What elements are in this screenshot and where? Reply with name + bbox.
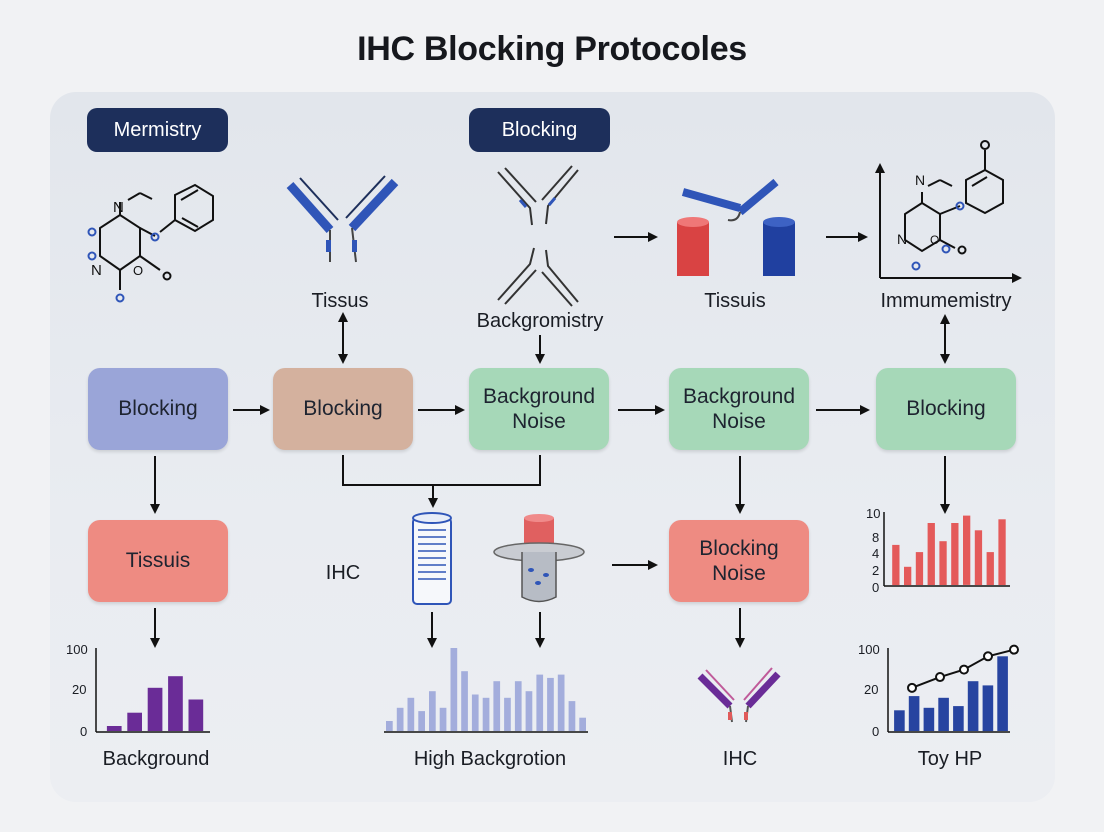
chart-bar bbox=[568, 701, 576, 731]
chart-bar bbox=[967, 681, 979, 731]
chart-bar bbox=[938, 697, 949, 731]
label-immumemistry: Immumemistry bbox=[880, 290, 1012, 312]
chart1-ytick: 20 bbox=[72, 682, 87, 697]
chart-bar bbox=[974, 530, 983, 586]
chart-bar bbox=[168, 676, 183, 731]
chart-bar bbox=[923, 707, 935, 731]
box-background-noise-2: Background Noise bbox=[669, 368, 809, 450]
chart-bar bbox=[547, 677, 554, 731]
box-background-noise-1: Background Noise bbox=[469, 368, 609, 450]
striped-tube-icon bbox=[412, 512, 452, 605]
label-ihc-bottom: IHC bbox=[722, 748, 758, 770]
chart-bar bbox=[579, 717, 586, 731]
chart-bar bbox=[407, 697, 415, 731]
chart-red-bars bbox=[892, 515, 1006, 586]
chart-bar bbox=[997, 656, 1008, 731]
chart-background bbox=[106, 676, 204, 731]
chart-bar bbox=[915, 552, 924, 585]
svg-text:O: O bbox=[133, 263, 143, 278]
chart-bar bbox=[894, 710, 905, 732]
chart-bar bbox=[953, 706, 964, 731]
chart-bar bbox=[927, 523, 935, 585]
chart-point bbox=[1009, 644, 1019, 655]
chart-bar bbox=[982, 685, 994, 732]
chart-bar bbox=[418, 711, 425, 731]
svg-text:O: O bbox=[930, 233, 939, 247]
chart-point bbox=[959, 664, 969, 675]
chart-bar bbox=[482, 697, 490, 731]
chart-toy-hp bbox=[894, 644, 1019, 732]
chart-bar bbox=[904, 566, 912, 586]
chart-bar bbox=[461, 671, 468, 731]
label-toy-hp: Toy HP bbox=[917, 748, 983, 770]
chart-bar bbox=[429, 691, 436, 731]
svg-text:N: N bbox=[91, 262, 102, 279]
chart-bar bbox=[493, 681, 501, 731]
chart-bar bbox=[396, 707, 404, 731]
svg-text:N: N bbox=[915, 172, 925, 188]
box-blocking-2: Blocking bbox=[273, 368, 413, 450]
pill-blocking: Blocking bbox=[469, 108, 610, 152]
chart-point bbox=[935, 672, 945, 683]
reagent-vial-icon bbox=[493, 514, 585, 603]
chart-bar bbox=[939, 541, 947, 585]
chart-bar bbox=[471, 694, 479, 731]
chart-bar bbox=[908, 696, 920, 731]
chart3-ytick: 8 bbox=[872, 530, 880, 545]
label-ihc-middle: IHC bbox=[325, 562, 361, 584]
svg-text:N: N bbox=[897, 231, 907, 247]
chart4-ytick: 20 bbox=[864, 682, 879, 697]
chart4-ytick: 0 bbox=[872, 724, 880, 739]
chart-bar bbox=[963, 515, 971, 585]
chart-bar bbox=[386, 721, 393, 731]
chart-high-backgrotion bbox=[386, 648, 586, 731]
antibody-purple-icon bbox=[697, 667, 781, 723]
chart-bar bbox=[450, 648, 458, 731]
chart-bar bbox=[986, 552, 994, 585]
chart1-ytick: 100 bbox=[66, 642, 88, 657]
label-background: Background bbox=[102, 748, 210, 770]
chart4-ytick: 100 bbox=[858, 642, 880, 657]
pill-mermistry: Mermistry bbox=[87, 108, 228, 152]
chart-bar bbox=[525, 691, 533, 731]
chart-bar bbox=[536, 674, 544, 731]
chart1-ytick: 0 bbox=[80, 724, 88, 739]
box-blocking-3: Blocking bbox=[876, 368, 1016, 450]
chart-bar bbox=[127, 712, 142, 731]
label-tissuis: Tissuis bbox=[704, 290, 766, 312]
flow-arrows bbox=[150, 232, 950, 648]
antibody-icon bbox=[286, 175, 399, 263]
molecule-icon: N N O bbox=[87, 183, 214, 303]
chart3-ytick: 4 bbox=[872, 546, 880, 561]
chart-point bbox=[907, 682, 917, 693]
chart-bar bbox=[951, 523, 959, 585]
label-tissus: Tissus bbox=[311, 290, 369, 312]
antibody-pair-icon bbox=[497, 165, 579, 307]
chart-axes bbox=[95, 512, 1010, 733]
label-high-backgrotion: High Backgrotion bbox=[413, 748, 567, 770]
chart-bar bbox=[892, 544, 900, 586]
chart3-ytick: 2 bbox=[872, 563, 880, 578]
chart3-ytick: 10 bbox=[866, 506, 881, 521]
box-blocking-1: Blocking bbox=[88, 368, 228, 450]
chart-bar bbox=[439, 707, 447, 731]
chart-bar bbox=[147, 687, 163, 731]
chart-bar bbox=[557, 674, 565, 731]
chart-bar bbox=[504, 697, 511, 731]
chart3-ytick: 0 bbox=[872, 580, 880, 595]
chart-bar bbox=[998, 519, 1006, 585]
chart-bar bbox=[188, 699, 204, 731]
box-blocking-noise: Blocking Noise bbox=[669, 520, 809, 602]
chart-bar bbox=[106, 726, 122, 731]
molecule-plot-icon: N N O bbox=[875, 140, 1022, 283]
label-backgromistry: Backgromistry bbox=[476, 310, 604, 332]
chart-point bbox=[983, 651, 993, 662]
chart-bar bbox=[514, 681, 522, 731]
svg-text:N: N bbox=[113, 199, 124, 216]
antibody-tube-icon bbox=[677, 178, 795, 276]
box-tissuis: Tissuis bbox=[88, 520, 228, 602]
page-title: IHC Blocking Protocoles bbox=[357, 30, 747, 68]
